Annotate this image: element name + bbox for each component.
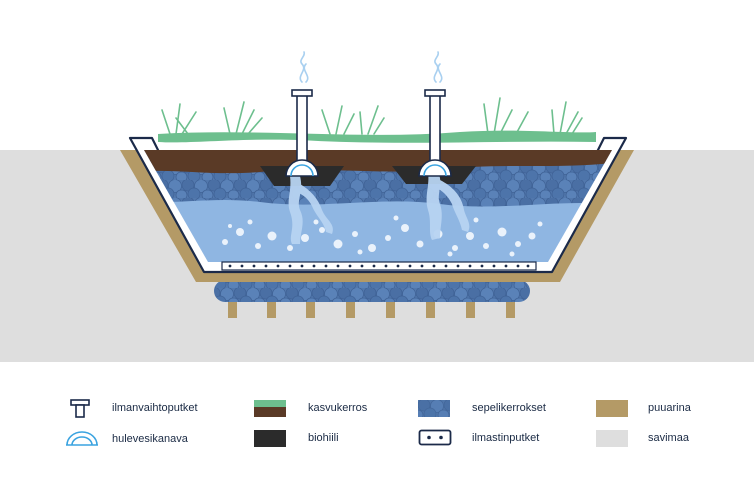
legend-label-biochar: biohiili (308, 432, 339, 444)
ventilation-pipe-left (285, 89, 319, 177)
legend-label-stormwater-channel: hulevesikanava (112, 433, 188, 445)
legend-item-air-pipes: ilmastinputket (418, 428, 578, 452)
legend-item-biochar: biohiili (254, 428, 394, 452)
legend-label-growing-layer: kasvukerros (308, 402, 368, 414)
legend-label-clay-soil: savimaa (648, 432, 689, 444)
legend-label-ventilation-pipes: ilmanvaihtoputket (112, 402, 198, 414)
legend-label-wood-chips: puuarina (648, 402, 691, 414)
water-flow (288, 172, 470, 244)
bottom-gravel-log (214, 280, 530, 302)
growing-layer (158, 130, 596, 143)
legend-item-stormwater-channel: hulevesikanava (64, 429, 224, 453)
legend-item-gravel-layers: sepelikerrokset (418, 398, 578, 422)
ventilation-pipe-icon (70, 399, 90, 418)
air-pipe-icon (418, 429, 452, 446)
air-bubbles (222, 215, 543, 257)
growing-layer-swatch (254, 400, 286, 417)
stormwater-channel-icon (66, 431, 98, 446)
gravel-layers-swatch (418, 400, 450, 417)
topsoil-layer (144, 150, 612, 174)
ventilation-pipe-right (418, 89, 452, 177)
legend-item-wood-chips: puuarina (596, 398, 736, 422)
clay-soil-swatch (596, 430, 628, 447)
legend-label-air-pipes: ilmastinputket (472, 432, 540, 444)
air-pipe-row (221, 261, 537, 271)
legend-item-ventilation-pipes: ilmanvaihtoputket (68, 398, 228, 422)
grass-blades (161, 97, 583, 135)
legend-item-growing-layer: kasvukerros (254, 398, 394, 422)
legend-label-gravel-layers: sepelikerrokset (472, 402, 546, 414)
legend-item-clay-soil: savimaa (596, 428, 736, 452)
vapor-wisps (299, 51, 443, 83)
biochar-swatch (254, 430, 286, 447)
wood-chips-swatch (596, 400, 628, 417)
